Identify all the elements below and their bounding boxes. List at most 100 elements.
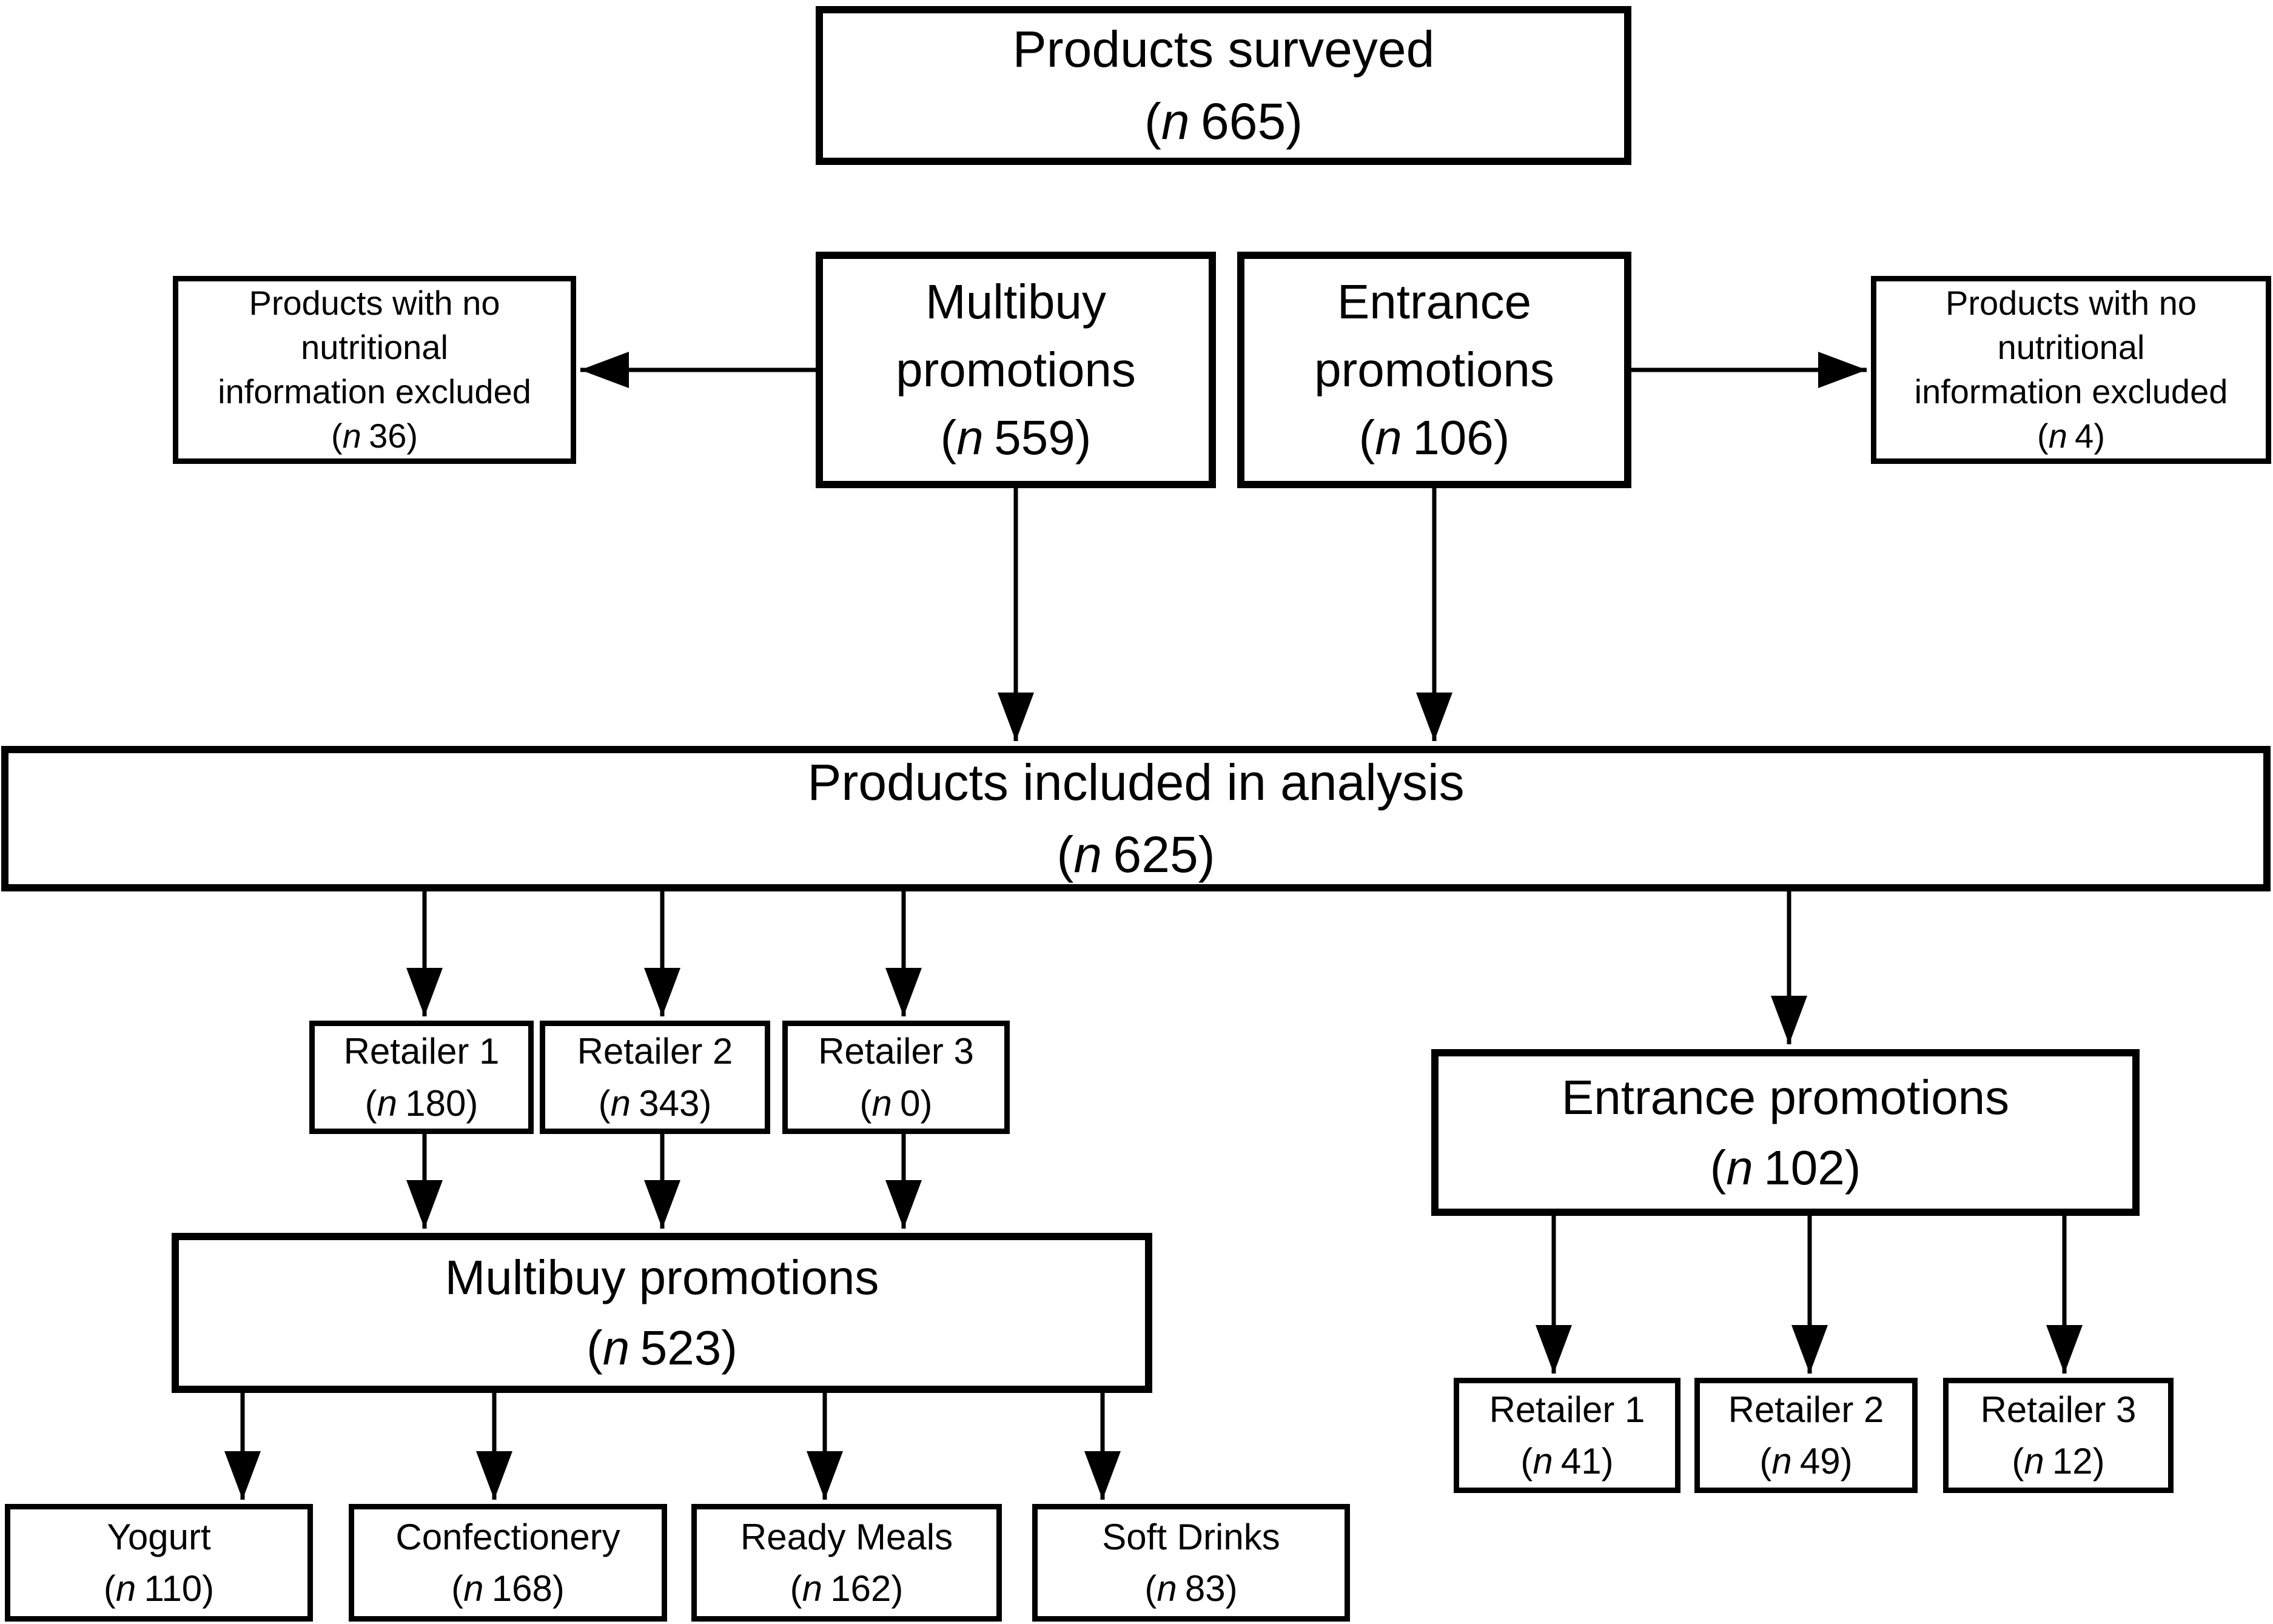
count-value: 83: [1184, 1568, 1226, 1609]
count-value: 102: [1764, 1140, 1845, 1195]
count-value: 343: [639, 1082, 700, 1124]
n-symbol: n: [610, 1082, 631, 1124]
count-value: 4: [2075, 416, 2094, 455]
n-symbol: n: [1157, 1568, 1177, 1609]
count-value: 625: [1113, 826, 1198, 883]
paren-open: (: [598, 1082, 611, 1124]
n-symbol: n: [1726, 1140, 1753, 1195]
paren-open: (: [103, 1568, 116, 1609]
paren-close: ): [1493, 411, 1510, 465]
n-symbol: n: [1533, 1441, 1553, 1481]
paren-open: (: [1144, 1568, 1157, 1609]
paren-close: ): [2093, 416, 2105, 455]
label-line: information excluded: [1914, 372, 2228, 411]
label-ready-meals: Ready Meals: [740, 1516, 953, 1557]
paren-open: (: [586, 1321, 603, 1375]
paren-open: (: [451, 1568, 464, 1609]
label-products-included: Products included in analysis: [807, 753, 1465, 811]
n-symbol: n: [1073, 826, 1103, 883]
paren-close: ): [891, 1568, 904, 1609]
label-line: nutritional: [1997, 328, 2145, 367]
paren-close: ): [2092, 1441, 2105, 1481]
label-line: promotions: [1314, 343, 1554, 397]
n-symbol: n: [463, 1568, 484, 1609]
n-symbol: n: [342, 416, 361, 455]
paren-close: ): [466, 1082, 478, 1124]
label-yogurt: Yogurt: [107, 1516, 211, 1557]
count-value: 665: [1201, 93, 1286, 150]
label-products-surveyed: Products surveyed: [1012, 20, 1435, 78]
label-line: information excluded: [218, 372, 531, 411]
paren-open: (: [331, 416, 343, 455]
count-value: 36: [369, 416, 407, 455]
count-value: 0: [900, 1082, 921, 1124]
paren-open: (: [1520, 1441, 1533, 1481]
label-entrance-final: Entrance promotions: [1561, 1070, 2010, 1124]
n-symbol: n: [956, 411, 984, 465]
n-symbol: n: [2048, 416, 2067, 455]
paren-open: (: [1144, 93, 1161, 150]
count-value: 162: [830, 1568, 891, 1609]
paren-open: (: [2012, 1441, 2024, 1481]
box-excluded-right: Products with no nutritional information…: [1871, 276, 2271, 464]
paren-open: (: [940, 411, 957, 465]
paren-close: ): [1075, 411, 1092, 465]
label-confectionery: Confectionery: [395, 1516, 620, 1557]
n-symbol: n: [1161, 93, 1190, 150]
n-symbol: n: [1771, 1441, 1792, 1481]
box-excluded-left: Products with no nutritional information…: [173, 276, 576, 464]
label-line: promotions: [896, 343, 1136, 397]
count-value: 110: [144, 1568, 203, 1609]
n-symbol: n: [802, 1568, 823, 1609]
n-symbol: n: [115, 1568, 136, 1609]
count-value: 168: [491, 1568, 552, 1609]
paren-close: ): [552, 1568, 565, 1609]
label-line: Products with no: [249, 284, 500, 323]
label-multibuy-final: Multibuy promotions: [445, 1250, 879, 1304]
paren-open: (: [1056, 826, 1074, 883]
paren-close: ): [721, 1321, 737, 1375]
label-retailer3: Retailer 3: [818, 1031, 974, 1072]
paren-open: (: [1710, 1140, 1727, 1195]
n-symbol: n: [602, 1321, 630, 1375]
count-value: 106: [1412, 411, 1494, 465]
label-line: Multibuy: [925, 275, 1106, 329]
paren-close: ): [920, 1082, 933, 1124]
paren-close: ): [1844, 1140, 1861, 1195]
paren-open: (: [790, 1568, 802, 1609]
paren-close: ): [1840, 1441, 1853, 1481]
paren-open: (: [1759, 1441, 1772, 1481]
paren-open: (: [2037, 416, 2049, 455]
paren-close: ): [699, 1082, 712, 1124]
paren-close: ): [1198, 826, 1215, 883]
label-line: Entrance: [1337, 275, 1532, 329]
paren-close: ): [1286, 93, 1303, 150]
n-symbol: n: [1375, 411, 1402, 465]
